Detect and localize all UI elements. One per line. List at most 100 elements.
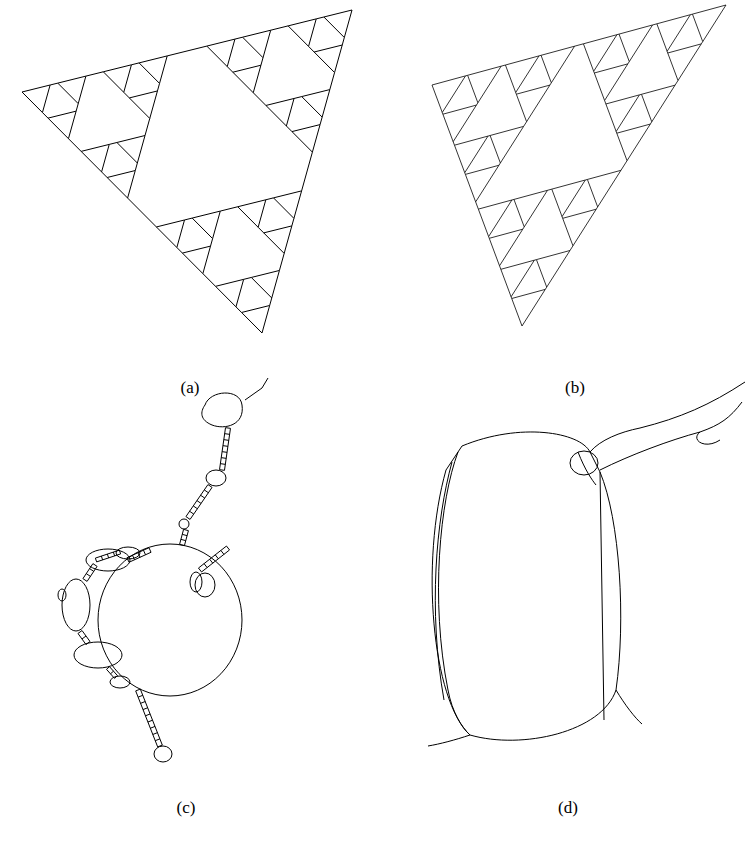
graph-edge (109, 142, 117, 144)
graph-edge (203, 246, 211, 274)
graph-edge (466, 75, 468, 77)
graph-edge (203, 274, 216, 287)
graph-edge (143, 708, 148, 710)
graph-edge (593, 71, 595, 73)
graph-drawing-c (58, 378, 268, 762)
graph-edge (128, 198, 157, 227)
graph-edge (667, 51, 669, 53)
graph-edge (127, 548, 149, 558)
graph-edge (272, 270, 280, 298)
graph-edge (312, 125, 320, 153)
graph-edge (335, 45, 343, 73)
graph-edge (243, 37, 263, 58)
graph-edge (129, 552, 151, 562)
graph-edge (675, 81, 678, 86)
graph-edge (668, 53, 678, 80)
graph-edge (136, 689, 141, 691)
graph-edge (547, 250, 570, 287)
graph-edge (251, 277, 271, 298)
graph-edge (220, 469, 225, 471)
hanoi-graph-b (432, 5, 726, 326)
graph-edge (253, 93, 266, 106)
graph-edge (210, 559, 213, 563)
graph-edge (678, 44, 701, 81)
graph-edge (140, 689, 162, 745)
graph-edge (107, 667, 110, 670)
graph-edge (141, 702, 146, 704)
graph-edge (139, 56, 167, 63)
graph-edge (48, 111, 76, 118)
graph-edge (271, 26, 288, 30)
graph-edge (266, 198, 274, 200)
graph-edge (115, 676, 118, 679)
graph-edge (314, 52, 334, 73)
graph-edge (594, 35, 617, 72)
graph-edge (541, 55, 551, 82)
panel-label: (a) (181, 378, 200, 398)
graph-edge (266, 105, 286, 126)
graph-edge (22, 85, 50, 92)
graph-edge (320, 117, 322, 125)
graph-edge (86, 72, 103, 76)
graph-edge (514, 199, 524, 226)
graph-edge (107, 171, 135, 178)
graph-edge (101, 556, 102, 560)
graph-edge (193, 506, 197, 509)
graph-edge (201, 495, 205, 498)
graph-edge (180, 544, 185, 545)
graph-edge (489, 200, 512, 237)
graph-edge (692, 14, 702, 41)
graph-edge (222, 451, 227, 453)
graph-edge (627, 124, 650, 161)
graph-edge (478, 66, 501, 103)
graph-edge (286, 98, 294, 126)
graph-edge (82, 636, 86, 639)
graph-edge (536, 260, 546, 287)
graph-edge (158, 745, 163, 747)
graph-edge (642, 94, 652, 121)
graph-edge (585, 179, 587, 181)
graph-edge (128, 171, 136, 199)
graph-edge (227, 67, 233, 73)
graph-edge (534, 259, 536, 261)
graph-edge (78, 76, 86, 104)
graph-edge (197, 501, 201, 504)
graph-edge (465, 136, 488, 173)
graph-edge (90, 569, 94, 572)
graph-edge (478, 209, 488, 236)
graph-edge (236, 279, 244, 307)
graph-edge (220, 463, 225, 465)
graph-edge (344, 10, 352, 38)
graph-edge (87, 566, 97, 581)
graph-edge (292, 218, 294, 226)
graph-edge (216, 279, 244, 286)
graph-edge (628, 62, 629, 64)
graph-edge (131, 63, 139, 65)
graph-edge (81, 151, 101, 172)
graph-edge (552, 189, 562, 216)
graph-edge (129, 98, 149, 119)
panel-label: (d) (558, 798, 578, 818)
graph-edge (512, 299, 522, 326)
graph-edge (207, 46, 227, 67)
graph-edge (605, 100, 606, 104)
graph-edge (238, 207, 258, 228)
graph-edge (109, 667, 117, 676)
graph-edge (156, 220, 184, 227)
graph-edge (476, 202, 479, 209)
graph-edge (224, 439, 229, 441)
graph-edge (324, 10, 352, 17)
graph-edge (132, 555, 134, 560)
graph-edge (468, 75, 478, 102)
graph-edge (82, 631, 90, 642)
graph-edge (167, 46, 207, 56)
graph-edge (127, 558, 129, 563)
graph-edge (512, 199, 514, 201)
graph-edge (539, 55, 541, 57)
graph-edge (342, 38, 344, 46)
graph-edge (488, 135, 490, 137)
graph-edge (143, 550, 145, 555)
graph-edge (302, 97, 322, 118)
graph-edge (309, 19, 317, 47)
graph-edge (119, 550, 120, 554)
